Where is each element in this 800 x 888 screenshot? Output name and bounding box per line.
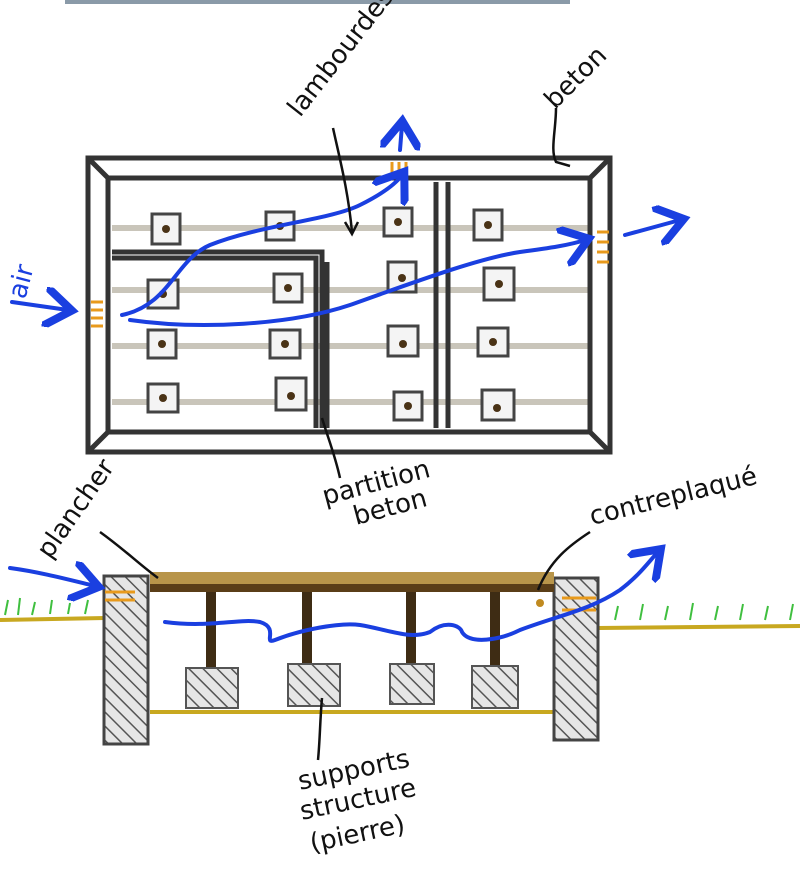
floor-board: [150, 572, 554, 584]
label-contreplaque: contreplaqué: [586, 461, 760, 532]
pointer-lambourdes: [331, 127, 354, 233]
posts: [206, 592, 500, 668]
supports-plan: [146, 206, 516, 422]
section-vents: [105, 590, 596, 612]
photo-strip: [65, 0, 570, 4]
ground-line: [0, 616, 800, 630]
label-plancher: plancher: [31, 453, 121, 564]
outer-wall: [85, 155, 613, 455]
pointer-partition: [320, 417, 342, 479]
left-foundation-wall: [102, 574, 150, 746]
pointer-contreplaque: [536, 530, 591, 591]
right-foundation-wall: [552, 576, 600, 742]
pointer-plancher: [99, 530, 159, 580]
wall-corners: [86, 156, 612, 454]
pointer-beton: [552, 107, 571, 168]
air-flow-arrows: [10, 125, 680, 325]
label-lambourdes: lambourdes: [282, 0, 400, 122]
inner-room-wall: [112, 249, 325, 428]
section-air-flow: [8, 552, 658, 643]
grass: [4, 597, 794, 621]
inner-wall: [105, 175, 593, 435]
plywood: [150, 584, 554, 592]
pointer-supports: [316, 697, 324, 761]
section-view: [0, 552, 800, 746]
label-air: air: [3, 261, 41, 302]
label-beton: beton: [539, 41, 613, 115]
plan-view: [10, 125, 680, 455]
stone-supports: [185, 663, 519, 709]
